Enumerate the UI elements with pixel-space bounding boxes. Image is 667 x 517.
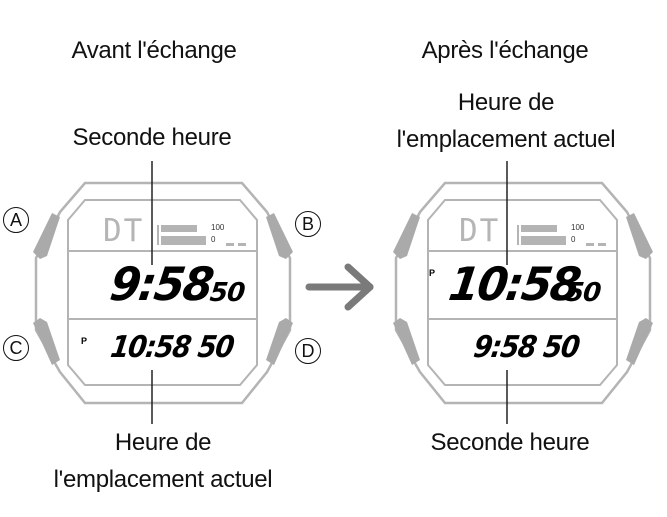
- button-c-shape[interactable]: [33, 318, 60, 365]
- gauge-max: 100: [571, 223, 585, 232]
- after-heading: Après l'échange: [421, 37, 589, 64]
- after-bottom-label: Seconde heure: [430, 429, 590, 456]
- before-top-label: Seconde heure: [72, 124, 232, 151]
- gauge-max: 100: [211, 223, 225, 232]
- button-a-shape[interactable]: [393, 213, 420, 259]
- main-seconds: 50: [208, 278, 246, 308]
- button-a-label: A: [3, 207, 29, 233]
- gauge-icon: [517, 225, 606, 246]
- watch-after: [393, 161, 653, 424]
- gauge-min: 0: [571, 235, 576, 244]
- before-heading: Avant l'échange: [71, 37, 237, 64]
- watch-before: [33, 161, 293, 424]
- watch-screen-outline: [67, 199, 258, 386]
- button-b-shape[interactable]: [626, 213, 653, 259]
- gauge-min: 0: [211, 235, 216, 244]
- after-top-label-line2: l'emplacement actuel: [396, 126, 616, 153]
- button-d-shape[interactable]: [626, 318, 653, 365]
- mode-indicator: DT: [103, 213, 145, 249]
- mode-indicator: DT: [459, 213, 501, 249]
- before-bottom-label-line1: Heure de: [114, 429, 212, 456]
- main-time: 9:58: [106, 257, 216, 311]
- after-top-label-line1: Heure de: [457, 89, 555, 116]
- sub-pm-indicator: P: [81, 336, 88, 346]
- main-seconds: 50: [564, 278, 602, 308]
- button-b-shape[interactable]: [266, 213, 293, 259]
- button-a-shape[interactable]: [33, 213, 60, 259]
- before-bottom-label-line2: l'emplacement actuel: [53, 466, 273, 493]
- sub-time: 10:58 50: [108, 330, 236, 365]
- sub-time: 9:58 50: [471, 330, 581, 365]
- button-d-label: D: [295, 338, 321, 364]
- main-pm-indicator: P: [429, 268, 436, 278]
- watch-case-outline: [394, 181, 652, 405]
- watch-screen-outline: [427, 199, 618, 386]
- watch-case-outline: [34, 181, 292, 405]
- main-time: 10:58: [445, 257, 583, 311]
- button-c-shape[interactable]: [393, 318, 420, 365]
- button-b-label: B: [295, 211, 321, 237]
- gauge-icon: [157, 225, 246, 246]
- button-d-shape[interactable]: [266, 318, 293, 365]
- arrow-right-icon: [305, 263, 374, 311]
- button-c-label: C: [3, 335, 29, 361]
